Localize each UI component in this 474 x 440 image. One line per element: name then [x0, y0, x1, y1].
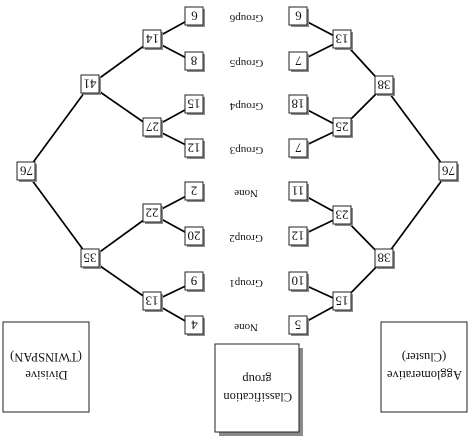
node-value: 12	[292, 229, 305, 244]
node-value: 15	[188, 97, 201, 112]
edge	[383, 171, 449, 260]
divisive-level1-node: 41	[80, 74, 101, 95]
tree-nodes: 76 41 35 14 27 22 13	[16, 6, 459, 336]
group-label: Group2	[229, 232, 263, 244]
node-value: 35	[84, 251, 97, 266]
node-value: 14	[146, 32, 160, 47]
divisive-leaf-node: 9	[184, 271, 205, 292]
group-label: Group3	[229, 144, 263, 156]
divisive-leaf-node: 4	[184, 315, 205, 336]
divisive-leaf-node: 20	[184, 226, 205, 247]
group-label: Group6	[229, 12, 263, 24]
node-value: 12	[188, 141, 201, 156]
group-label: Group4	[229, 100, 263, 112]
node-value: 6	[191, 9, 198, 24]
node-value: 10	[292, 274, 305, 289]
node-value: 13	[336, 32, 349, 47]
group-labels-column: Group6 Group5 Group4 Group3 None Group2 …	[229, 12, 263, 333]
node-value: 11	[292, 184, 305, 199]
center-caption-box: group Classification	[214, 343, 303, 436]
node-value: 25	[336, 120, 349, 135]
group-label: Group5	[229, 57, 263, 69]
divisive-root-node: 76	[16, 161, 37, 182]
node-value: 41	[84, 77, 97, 92]
edge	[25, 171, 91, 260]
divisive-leaf-node: 12	[184, 138, 205, 159]
agglomerative-leaf-node: 7	[288, 51, 309, 72]
agglomerative-mid-node: 38	[374, 75, 395, 96]
node-value: 38	[378, 251, 391, 266]
agglomerative-leaf-node: 12	[288, 226, 309, 247]
agglomerative-pair-node: 25	[332, 117, 353, 138]
agglomerative-pair-node: 15	[332, 291, 353, 312]
agglomerative-leaf-node: 10	[288, 271, 309, 292]
agglomerative-pair-node: 23	[332, 205, 353, 226]
agglomerative-leaf-node: 5	[288, 315, 309, 336]
node-value: 18	[292, 97, 305, 112]
caption-line: Divisive	[25, 368, 68, 382]
caption-line: (Cluster)	[402, 350, 446, 364]
agglomerative-root-node: 76	[438, 161, 459, 182]
group-label: None	[234, 187, 258, 199]
divisive-level2-node: 14	[142, 29, 163, 50]
node-value: 2	[191, 184, 198, 199]
group-label: None	[234, 321, 258, 333]
node-value: 5	[295, 318, 302, 333]
node-value: 13	[146, 294, 159, 309]
divisive-leaf-node: 2	[184, 181, 205, 202]
node-value: 22	[146, 206, 159, 221]
divisive-level2-node: 22	[142, 203, 163, 224]
group-label: Group1	[229, 277, 263, 289]
node-value: 8	[191, 54, 198, 69]
caption-line: Classification	[223, 390, 292, 404]
node-value: 9	[191, 274, 198, 289]
node-value: 76	[20, 164, 34, 179]
agglomerative-mid-node: 38	[374, 248, 395, 269]
node-value: 38	[378, 78, 391, 93]
caption-boxes: (TWINSPAN) Divisive group Classification…	[2, 321, 468, 436]
agglomerative-pair-node: 13	[332, 29, 353, 50]
node-value: 4	[191, 318, 198, 333]
divisive-level2-node: 27	[142, 117, 163, 138]
node-value: 7	[295, 141, 302, 156]
agglomerative-caption-box: (Cluster) Agglomerative	[380, 321, 468, 413]
caption-line: group	[242, 372, 271, 386]
divisive-level2-node: 13	[142, 291, 163, 312]
caption-line: Agglomerative	[387, 368, 462, 382]
agglomerative-leaf-node: 7	[288, 138, 309, 159]
edge	[25, 84, 91, 173]
divisive-leaf-node: 15	[184, 94, 205, 115]
node-value: 23	[336, 208, 349, 223]
divisive-caption-box: (TWINSPAN) Divisive	[2, 321, 90, 413]
node-value: 76	[442, 164, 456, 179]
node-value: 7	[295, 54, 302, 69]
agglomerative-leaf-node: 11	[288, 181, 309, 202]
node-value: 20	[188, 229, 201, 244]
agglomerative-leaf-node: 18	[288, 94, 309, 115]
divisive-level1-node: 35	[80, 248, 101, 269]
divisive-leaf-node: 6	[184, 6, 205, 27]
agglomerative-leaf-node: 6	[288, 6, 309, 27]
node-value: 15	[336, 294, 349, 309]
divisive-leaf-node: 8	[184, 51, 205, 72]
node-value: 6	[295, 9, 302, 24]
node-value: 27	[146, 120, 160, 135]
edge	[383, 85, 449, 173]
caption-line: (TWINSPAN)	[10, 350, 82, 364]
